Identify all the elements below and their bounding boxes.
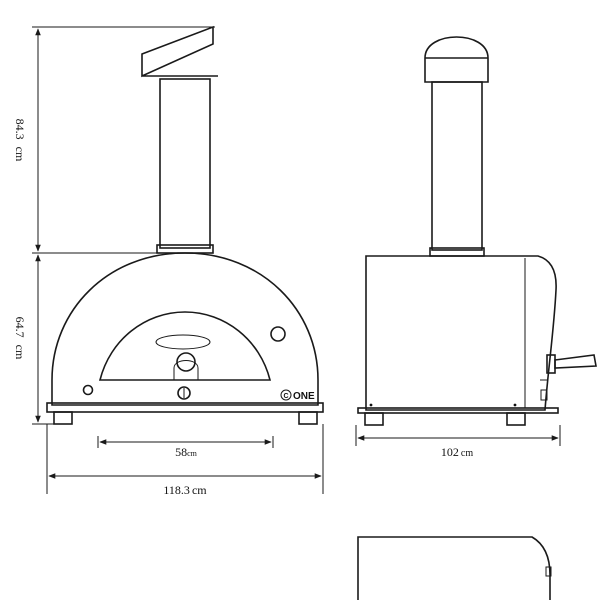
side-chimney-pipe [431, 81, 483, 251]
brand-logo: C ONE [280, 389, 315, 402]
total-width-unit: cm [192, 483, 207, 497]
side-base [357, 407, 559, 414]
svg-text:84.3 cm: 84.3 cm [13, 119, 27, 162]
oven-base [46, 402, 324, 413]
svg-text:C: C [283, 393, 288, 400]
svg-text:64.7 cm: 64.7 cm [13, 317, 27, 360]
brand-logo-text: ONE [293, 391, 315, 402]
top-height-unit: cm [13, 147, 27, 162]
handle-icon [540, 354, 597, 401]
left-knob-icon [82, 384, 94, 396]
side-body [365, 255, 557, 411]
chimney-cap [141, 25, 218, 78]
svg-text:58cm: 58cm [175, 445, 198, 459]
top-height-value: 84.3 [13, 119, 27, 140]
thermometer-icon [176, 352, 196, 372]
oven-opening [98, 311, 272, 381]
bottom-view [357, 536, 552, 600]
side-chimney-cap [424, 36, 489, 83]
depth-value: 102 [441, 445, 459, 459]
dimension-lines [32, 26, 561, 494]
dome-height-value: 64.7 [13, 317, 27, 338]
chimney-collar [156, 244, 214, 254]
left-foot [53, 411, 73, 425]
side-left-foot [364, 412, 384, 426]
opening-width-unit: cm [187, 449, 198, 458]
center-knob-icon [177, 386, 191, 400]
oven-dome [51, 252, 319, 406]
side-view [357, 36, 597, 426]
opening-width-value: 58 [175, 445, 187, 459]
dome-height-unit: cm [13, 345, 27, 360]
gas-indicator-icon [270, 326, 286, 342]
front-view: C ONE [46, 25, 324, 425]
depth-unit: cm [461, 448, 473, 459]
svg-text:118.3cm: 118.3cm [163, 483, 207, 497]
chimney-pipe [159, 78, 211, 249]
total-width-value: 118.3 [163, 483, 190, 497]
right-foot [298, 411, 318, 425]
opening-light [155, 334, 211, 350]
side-right-foot [506, 412, 526, 426]
